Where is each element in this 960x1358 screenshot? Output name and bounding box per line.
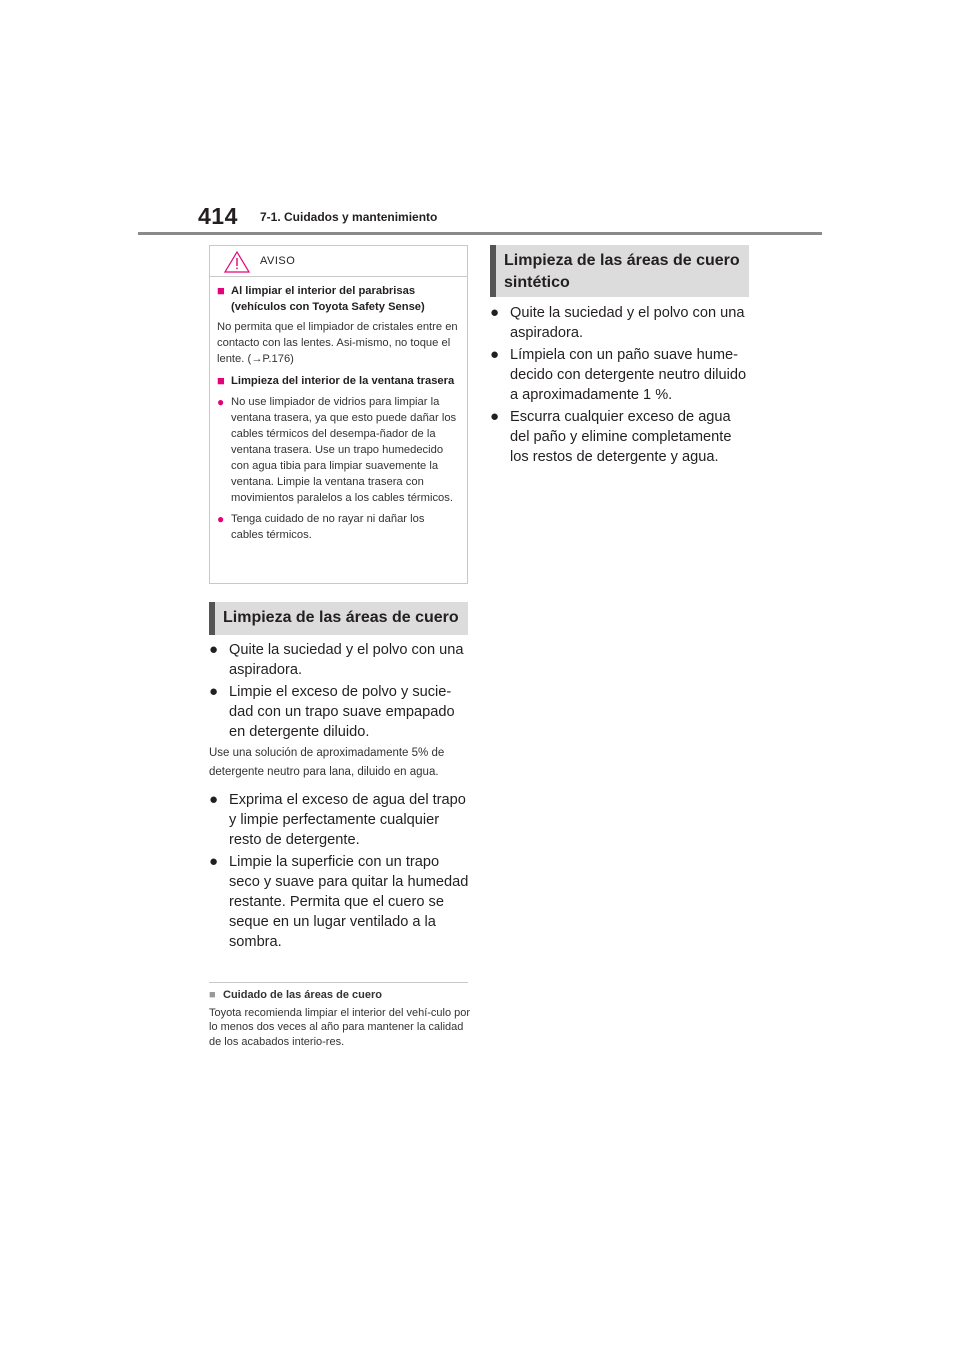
list-item: ● Limpie el exceso de polvo y sucie-dad … [209,683,455,740]
page-number: 414 [198,203,238,229]
note-text: Use una solución de aproximadamente 5% d… [209,747,445,778]
header-rule [138,232,822,235]
square-bullet-icon: ■ [209,989,216,1001]
synthetic-heading: Limpieza de las áreas de cuero sintético [490,245,749,297]
divider [209,982,468,983]
bullet-icon: ● [490,304,500,321]
warning-header: AVISO [210,246,467,277]
list-item: ● Limpie la superficie con un trapo seco… [209,853,469,950]
synthetic-content: ● Quite la suciedad y el polvo con una a… [490,303,752,469]
page-header: 414 7-1. Cuidados y mantenimiento [198,203,822,235]
warning-subheading: ■ Al limpiar el interior del parabrisas … [217,283,425,313]
warning-list-item: ● Tenga cuidado de no rayar ni dañar los… [217,512,425,541]
bullet-icon: ● [490,408,500,425]
bullet-icon: ● [209,791,219,808]
bullet-icon: ● [209,641,219,658]
leather-content: ● Quite la suciedad y el polvo con una a… [209,640,471,954]
warning-box: AVISO ■ Al limpiar el interior del parab… [209,245,468,584]
list-item: ● Quite la suciedad y el polvo con una a… [490,304,745,341]
bullet-icon: ● [209,853,219,870]
warning-subheading: ■ Limpieza del interior de la ventana tr… [217,373,455,388]
list-item: ● Quite la suciedad y el polvo con una a… [209,641,464,678]
list-item: ● Escurra cualquier exceso de agua del p… [490,408,732,465]
bullet-icon: ● [490,346,500,363]
dot-bullet-icon: ● [217,395,225,409]
bullet-icon: ● [209,683,219,700]
warning-body: ■ Al limpiar el interior del parabrisas … [210,277,467,543]
square-bullet-icon: ■ [217,283,225,298]
list-item: ● Límpiela con un paño suave hume-decido… [490,346,747,403]
care-info: ■ Cuidado de las áreas de cuero Toyota r… [209,988,471,1049]
square-bullet-icon: ■ [217,373,225,388]
warning-paragraph: No permita que el limpiador de cristales… [217,321,458,365]
section-title: 7-1. Cuidados y mantenimiento [260,210,438,224]
care-text: Toyota recomienda limpiar el interior de… [209,1006,471,1048]
list-item: ● Exprima el exceso de agua del trapo y … [209,791,466,848]
warning-label: AVISO [260,255,296,267]
leather-heading: Limpieza de las áreas de cuero [209,602,468,635]
warning-triangle-icon [224,251,250,273]
care-heading: ■ Cuidado de las áreas de cuero [209,989,382,1001]
dot-bullet-icon: ● [217,512,225,526]
warning-list-item: ● No use limpiador de vidrios para limpi… [217,395,457,504]
